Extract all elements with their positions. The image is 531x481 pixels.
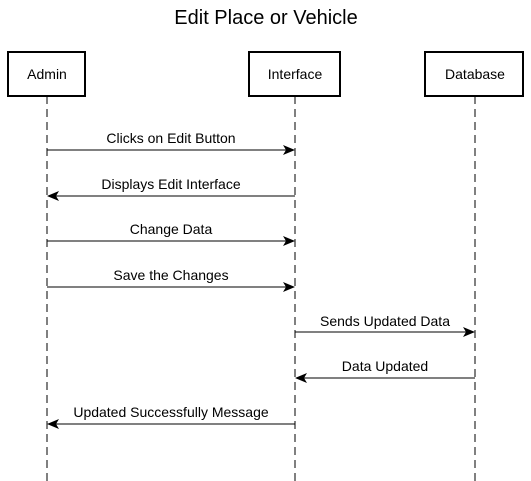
message-data-updated: Data Updated (295, 358, 475, 383)
message-label: Change Data (130, 221, 213, 237)
participant-box-admin (7, 51, 86, 97)
message-label: Clicks on Edit Button (106, 130, 235, 146)
participant-interface: Interface (248, 51, 341, 481)
message-sends-updated-data: Sends Updated Data (295, 313, 475, 337)
participant-box-database (424, 51, 524, 97)
message-label: Displays Edit Interface (101, 176, 240, 192)
message-label: Save the Changes (113, 267, 228, 283)
message-label: Data Updated (342, 358, 428, 374)
participant-label-database: Database (445, 66, 505, 82)
diagram-title: Edit Place or Vehicle (174, 7, 357, 29)
participant-label-interface: Interface (268, 66, 323, 82)
message-displays-edit-interface: Displays Edit Interface (47, 176, 295, 201)
message-clicks-edit-button: Clicks on Edit Button (47, 130, 295, 155)
participant-database: Database (424, 51, 524, 481)
message-label: Updated Successfully Message (73, 404, 269, 420)
participant-label-admin: Admin (27, 66, 67, 82)
participant-box-interface (248, 51, 341, 97)
message-label: Sends Updated Data (320, 313, 450, 329)
message-updated-successfully: Updated Successfully Message (47, 404, 295, 429)
participant-admin: Admin (7, 51, 86, 481)
message-change-data: Change Data (47, 221, 295, 246)
message-save-changes: Save the Changes (47, 267, 295, 292)
